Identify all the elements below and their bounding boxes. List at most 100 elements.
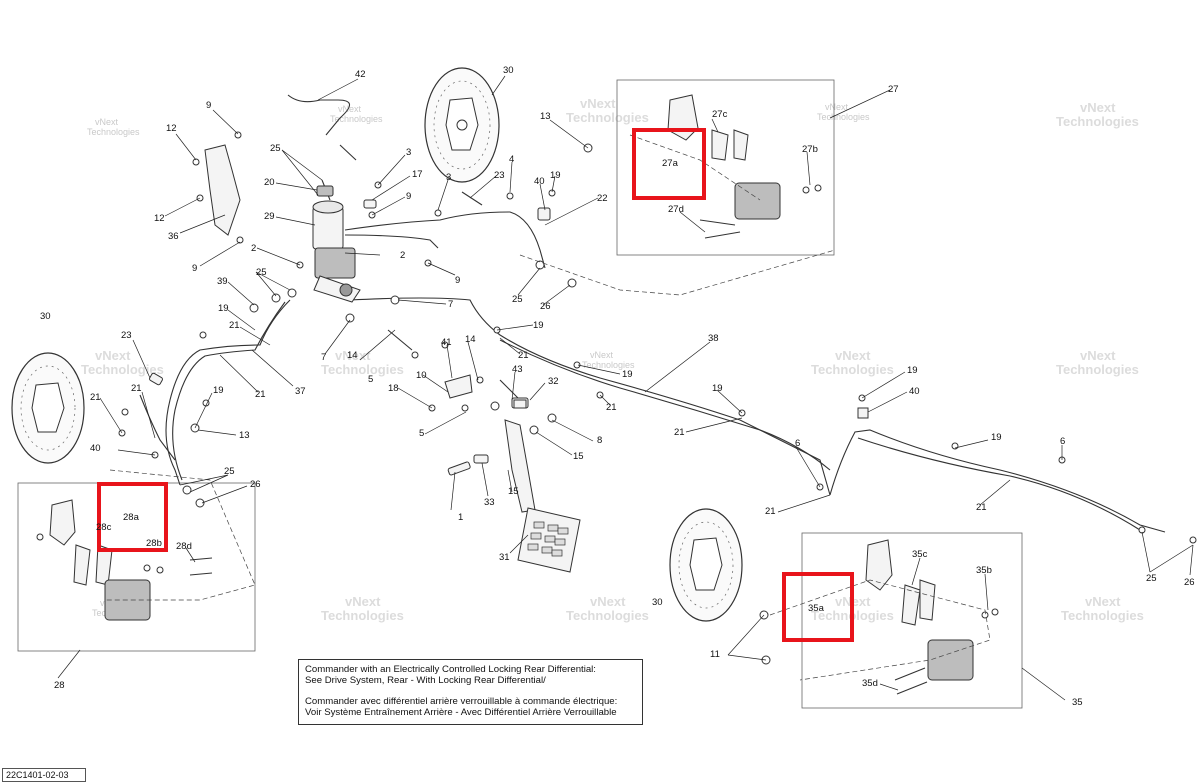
callout-21f: 21 (131, 383, 142, 394)
callout-26: 26 (540, 301, 551, 312)
callout-9b: 9 (192, 263, 197, 274)
brake-disc-front-right (424, 67, 500, 183)
callout-30: 30 (503, 65, 514, 76)
callout-28d: 28d (176, 541, 192, 552)
callout-19e: 19 (213, 385, 224, 396)
callout-7b: 7 (321, 352, 326, 363)
watermark-technologies: Technologies (81, 362, 164, 377)
callout-21h: 21 (765, 506, 776, 517)
detail-frame-front-right-caliper (616, 79, 835, 256)
callout-28b: 28b (146, 538, 162, 549)
watermark-vnext: vNext (825, 102, 849, 112)
callout-27: 27 (888, 84, 899, 95)
callout-10: 10 (416, 370, 427, 381)
watermark-vnext: vNext (1085, 594, 1121, 609)
note-line-en-1: Commander with an Electrically Controlle… (305, 664, 596, 675)
drawing-code: 22C1401-02-03 (2, 768, 86, 782)
watermark-technologies: Technologies (811, 362, 894, 377)
callout-9d: 9 (455, 275, 460, 286)
note-spacer (305, 686, 636, 696)
callout-40c: 40 (90, 443, 101, 454)
callout-25d: 25 (224, 466, 235, 477)
callout-35: 35 (1072, 697, 1083, 708)
callout-8: 8 (597, 435, 602, 446)
callout-14b: 14 (465, 334, 476, 345)
watermark-technologies: Technologies (1056, 362, 1139, 377)
callout-35b: 35b (976, 565, 992, 576)
callout-7: 7 (448, 299, 453, 310)
watermark-vnext: vNext (590, 594, 626, 609)
callout-29: 29 (264, 211, 275, 222)
leader-lines (57, 75, 1194, 701)
callout-22: 22 (597, 193, 608, 204)
callout-37: 37 (295, 386, 306, 397)
callout-19f: 19 (712, 383, 723, 394)
callout-35c: 35c (912, 549, 928, 560)
callout-25b: 25 (256, 267, 267, 278)
callout-9: 9 (206, 100, 211, 111)
watermark-vnext: vNext (335, 348, 371, 363)
callout-32: 32 (548, 376, 559, 387)
note-box: Commander with an Electrically Controlle… (298, 659, 643, 725)
brake-lines (139, 94, 1166, 533)
callout-12b: 12 (154, 213, 165, 224)
callout-11: 11 (710, 649, 720, 660)
watermark-technologies: Technologies (1061, 608, 1144, 623)
callout-21d: 21 (606, 402, 617, 413)
watermark-vnext: vNext (1080, 348, 1116, 363)
callout-33: 33 (484, 497, 495, 508)
highlight-box-35a (782, 572, 854, 642)
callout-3b: 3 (446, 172, 451, 183)
callout-12: 12 (166, 123, 177, 134)
callout-42: 42 (355, 69, 366, 80)
highlight-box-28a (97, 482, 168, 552)
callout-14: 14 (347, 350, 358, 361)
callout-21e: 21 (90, 392, 101, 403)
callout-21: 21 (229, 320, 240, 331)
callout-19b: 19 (218, 303, 229, 314)
note-line-en-2: See Drive System, Rear - With Locking Re… (305, 675, 546, 686)
callout-1: 1 (458, 512, 463, 523)
callout-40: 40 (534, 176, 545, 187)
master-cylinder-assembly (312, 144, 361, 303)
callout-27a: 27a (662, 158, 679, 169)
callout-27b: 27b (802, 144, 818, 155)
watermark-vnext: vNext (338, 104, 362, 114)
caliper-rear (769, 539, 999, 695)
callout-19d: 19 (622, 369, 633, 380)
callout-3: 3 (406, 147, 411, 158)
callout-36: 36 (168, 231, 179, 242)
watermark-vnext: vNext (1080, 100, 1116, 115)
callout-5: 5 (368, 374, 373, 385)
callout-5b: 5 (419, 428, 424, 439)
highlight-box-27a (632, 128, 706, 200)
watermark-vnext: vNext (95, 117, 119, 127)
callout-35d: 35d (862, 678, 878, 689)
callout-2: 2 (251, 243, 256, 254)
callout-21b: 21 (518, 350, 529, 361)
callout-28a: 28a (123, 512, 140, 523)
callout-13: 13 (540, 111, 551, 122)
callout-28: 28 (54, 680, 65, 691)
callout-18: 18 (388, 383, 399, 394)
watermark-technologies: Technologies (566, 110, 649, 125)
callout-26b: 26 (250, 479, 261, 490)
callout-38: 38 (708, 333, 719, 344)
callout-4: 4 (509, 154, 514, 165)
note-line-fr-2: Voir Système Entraînement Arrière - Avec… (305, 707, 617, 718)
callout-28c: 28c (96, 522, 112, 533)
watermark-technologies: Technologies (330, 114, 383, 124)
callout-23b: 23 (121, 330, 132, 341)
callout-6b: 6 (1060, 436, 1065, 447)
note-line-fr-1: Commander avec différentiel arrière verr… (305, 696, 618, 707)
callout-13b: 13 (239, 430, 250, 441)
callout-19c: 19 (533, 320, 544, 331)
callout-17: 17 (412, 169, 423, 180)
callout-39: 39 (217, 276, 228, 287)
watermark-technologies: Technologies (566, 608, 649, 623)
detail-frame-rear-caliper (801, 532, 1023, 709)
callout-9c: 9 (406, 191, 411, 202)
callout-40b: 40 (909, 386, 920, 397)
watermark-technologies: Technologies (1056, 114, 1139, 129)
